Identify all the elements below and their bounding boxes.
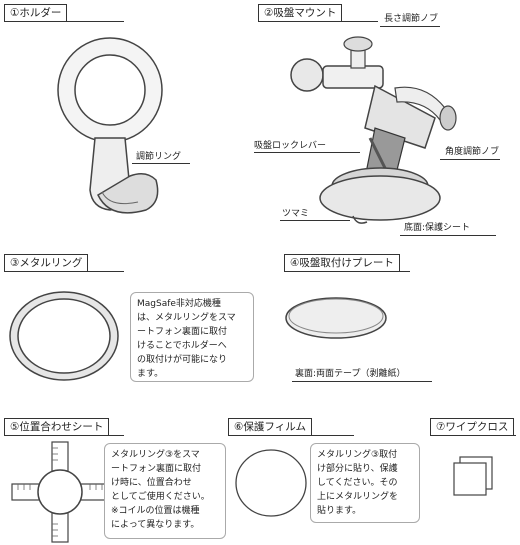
bottom-sheet-callout: 底面:保護シート — [404, 223, 471, 233]
suction-plate-label-underline — [284, 271, 410, 272]
protective-film-label-underline — [228, 435, 354, 436]
metal-ring-label: ③メタルリング — [4, 254, 89, 272]
alignment-sheet-label: ⑤位置合わせシート — [4, 418, 110, 436]
suction-plate-label-text: ④吸盤取付けプレート — [290, 257, 394, 269]
lock-lever-callout: 吸盤ロックレバー — [254, 141, 327, 151]
metal-ring-label-text: ③メタルリング — [10, 257, 83, 269]
wipe-cloth-label: ⑦ワイプクロス — [430, 418, 515, 436]
suction-plate-illustration — [285, 297, 387, 339]
alignment-sheet-note: メタルリング③をスマ ートフォン裏面に取付 け時に、位置合わせ としてご使用くだ… — [104, 443, 226, 539]
suction-mount-label: ②吸盤マウント — [258, 4, 343, 22]
length-knob-leader — [380, 26, 440, 27]
length-knob-callout: 長さ調節ノブ — [384, 14, 439, 24]
suction-mount-label-text: ②吸盤マウント — [264, 7, 337, 19]
angle-knob-leader — [440, 159, 500, 160]
lock-lever-leader — [254, 152, 360, 153]
wipe-cloth-label-text: ⑦ワイプクロス — [436, 421, 509, 433]
metal-ring-illustration — [9, 291, 119, 381]
holder-label-text: ①ホルダー — [10, 7, 62, 19]
metal-ring-label-underline — [4, 271, 124, 272]
wipe-cloth-illustration — [453, 456, 493, 496]
holder-ring-callout: 調節リング — [136, 152, 182, 162]
suction-plate-back-leader — [292, 381, 432, 382]
tab-leader — [280, 220, 350, 221]
suction-plate-back-callout: 裏面:両面テープ（剥離紙） — [295, 369, 406, 379]
holder-label-underline — [4, 21, 124, 22]
metal-ring-note: MagSafe非対応機種 は、メタルリングをスマ ートフォン裏面に取付 けること… — [130, 292, 254, 382]
suction-mount-label-underline — [258, 21, 378, 22]
suction-mount-illustration — [290, 36, 457, 224]
holder-ring-leader — [132, 163, 190, 164]
holder-label: ①ホルダー — [4, 4, 68, 22]
protective-film-illustration — [235, 449, 307, 517]
alignment-sheet-illustration — [11, 441, 109, 543]
protective-film-label-text: ⑥保護フィルム — [234, 421, 306, 433]
angle-knob-callout: 角度調節ノブ — [445, 147, 500, 157]
alignment-sheet-label-text: ⑤位置合わせシート — [10, 421, 104, 433]
protective-film-note: メタルリング③取付 け部分に貼り、保護 してください。その 上にメタルリングを … — [310, 443, 420, 523]
alignment-sheet-label-underline — [4, 435, 124, 436]
protective-film-label: ⑥保護フィルム — [228, 418, 312, 436]
holder-illustration — [57, 37, 163, 214]
suction-plate-label: ④吸盤取付けプレート — [284, 254, 400, 272]
wipe-cloth-label-underline — [430, 435, 516, 436]
tab-callout: ツマミ — [282, 209, 310, 219]
bottom-sheet-leader — [400, 235, 496, 236]
